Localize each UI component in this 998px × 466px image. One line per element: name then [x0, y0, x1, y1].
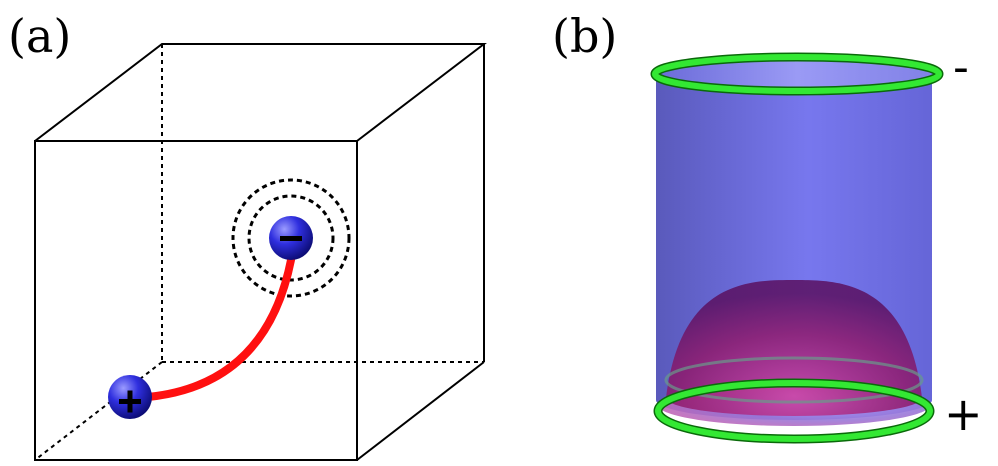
- flux-string: [144, 256, 295, 401]
- outer-field-ring: [231, 178, 351, 298]
- cube-visible-edges: [34, 43, 487, 461]
- inner-field-ring: [247, 194, 335, 282]
- cube: [34, 43, 487, 461]
- negative-charge: [269, 216, 313, 260]
- positive-charge: [108, 375, 152, 419]
- dome-rim: [664, 356, 924, 404]
- panel-a: (a): [8, 9, 487, 461]
- bottom-sign-label: +: [944, 387, 983, 441]
- top-ring: [652, 54, 942, 94]
- field-rings: [231, 178, 351, 298]
- panel-b: (b) - +: [552, 9, 983, 444]
- panel-b-label: (b): [552, 9, 617, 63]
- top-sign-label: -: [953, 42, 969, 93]
- minus-sign-icon: [280, 236, 302, 241]
- cube-hidden-edges: [34, 44, 484, 461]
- cylinder-top-cap: [655, 57, 939, 91]
- bottom-ring: [655, 380, 933, 442]
- panel-a-label: (a): [8, 9, 71, 63]
